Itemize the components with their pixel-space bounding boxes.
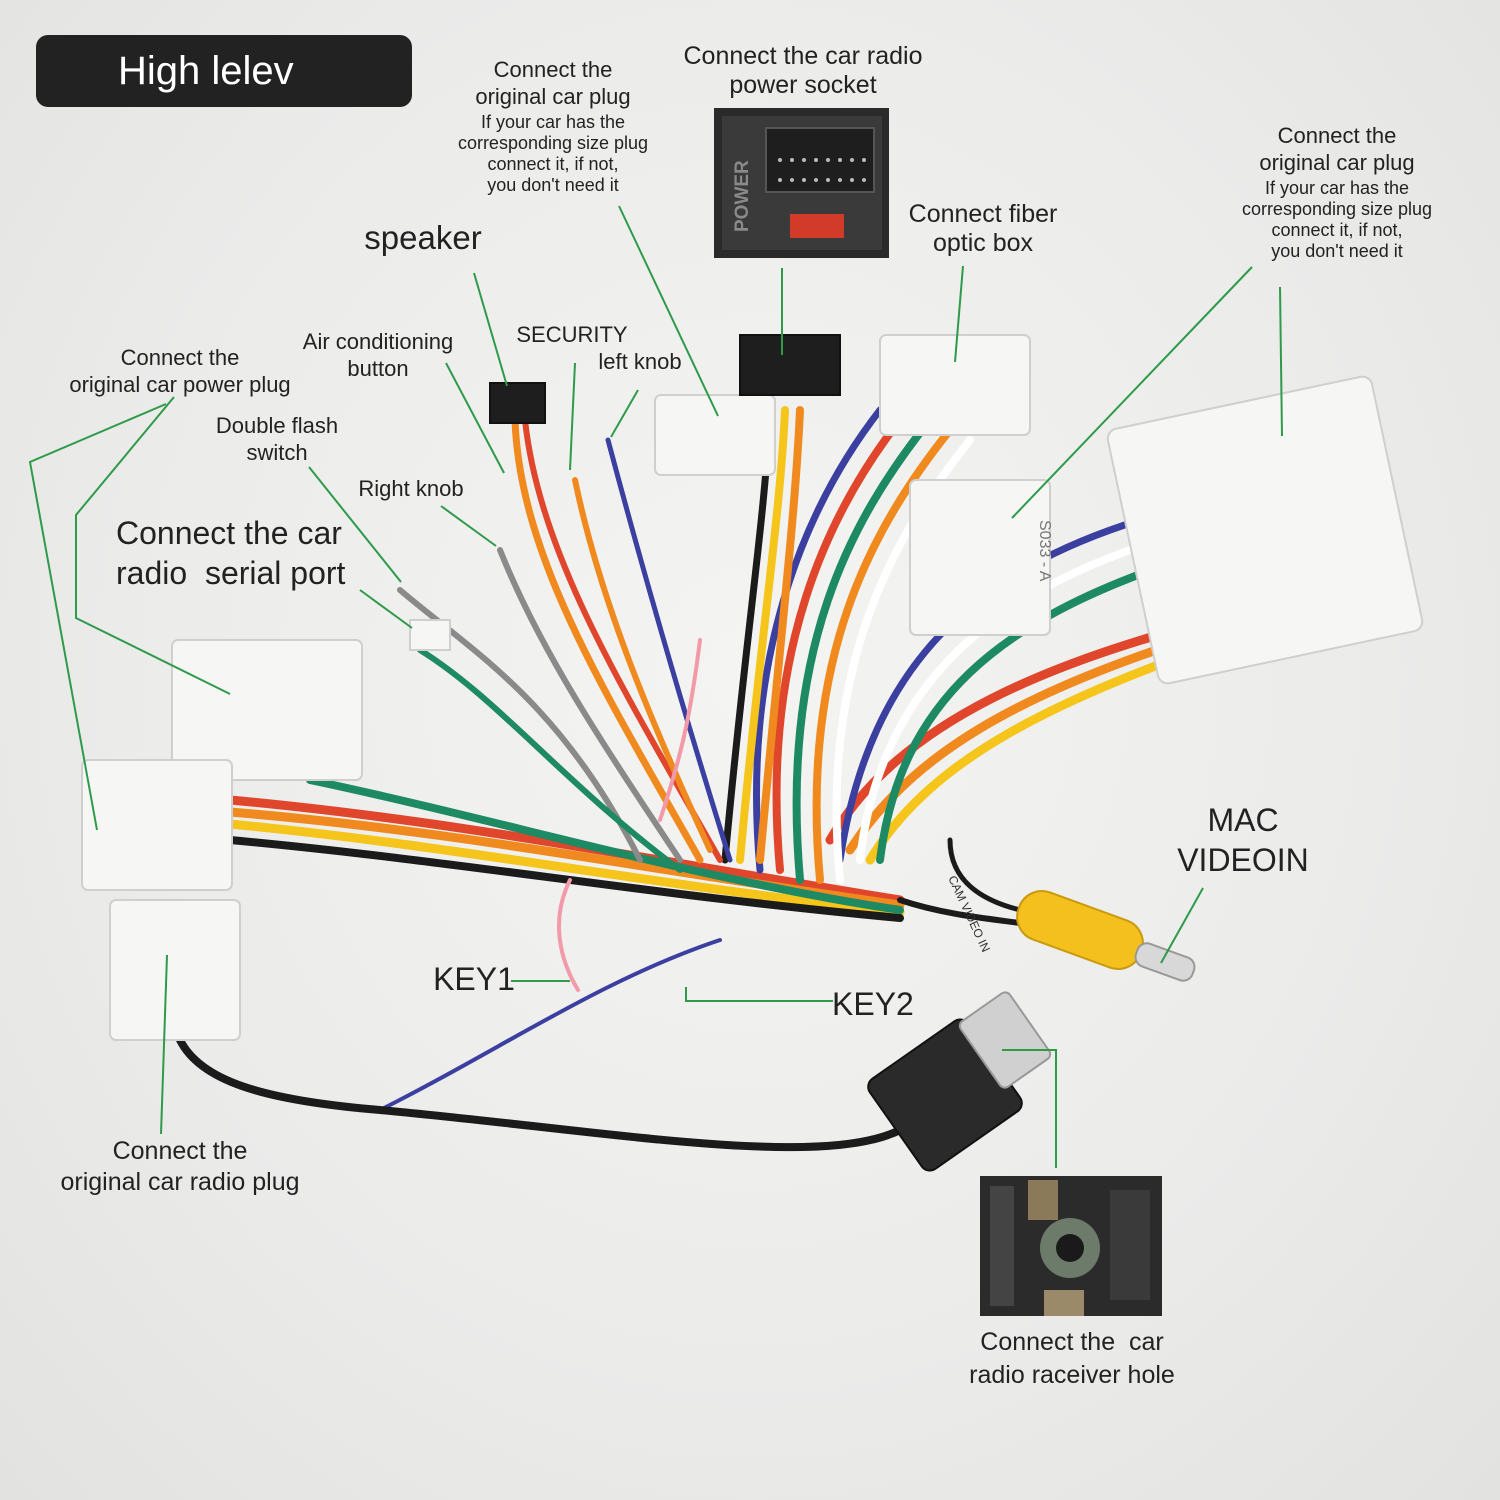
label-security: SECURITY — [516, 322, 628, 347]
label-double-flash: Double flash switch — [215, 413, 339, 465]
connectors — [81, 334, 1424, 1172]
label-mac-videoin: MAC VIDEOIN — [1177, 802, 1309, 878]
label-key1: KEY1 — [433, 961, 515, 997]
wire-bundle — [176, 406, 1255, 1152]
label-original-plug-right-note: If your car has the corresponding size p… — [1241, 178, 1433, 261]
title-badge: High lelev — [36, 35, 412, 107]
label-original-plug-top-note: If your car has the corresponding size p… — [457, 112, 649, 195]
label-original-plug-top: Connect the original car plug If your ca… — [448, 56, 658, 196]
label-fiber-optic: Connect fiber optic box — [908, 200, 1058, 257]
label-key2: KEY2 — [832, 986, 914, 1022]
leader-lines — [28, 205, 1283, 1168]
receiver-hole-photo — [980, 1176, 1162, 1316]
connector-text: S033 - A — [1036, 520, 1053, 582]
label-air-conditioning: Air conditioning button — [302, 329, 454, 381]
power-socket-text: POWER — [732, 160, 753, 232]
label-speaker: speaker — [364, 219, 482, 256]
label-power-plug: Connect the original car power plug — [69, 345, 291, 397]
power-socket-photo: POWER — [714, 108, 889, 258]
label-left-knob: left knob — [598, 349, 682, 374]
label-serial-port: Connect the car radio serial port — [116, 515, 346, 591]
label-original-plug-right: Connect the original car plug If your ca… — [1227, 122, 1447, 262]
label-right-knob: Right knob — [358, 476, 464, 501]
label-receiver-hole: Connect the car radio raceiver hole — [969, 1328, 1175, 1389]
label-power-socket: Connect the car radio power socket — [683, 42, 923, 99]
label-original-plug-top-title: Connect the original car plug — [475, 57, 631, 109]
label-radio-plug: Connect the original car radio plug — [60, 1137, 300, 1196]
label-original-plug-right-title: Connect the original car plug — [1259, 123, 1415, 175]
